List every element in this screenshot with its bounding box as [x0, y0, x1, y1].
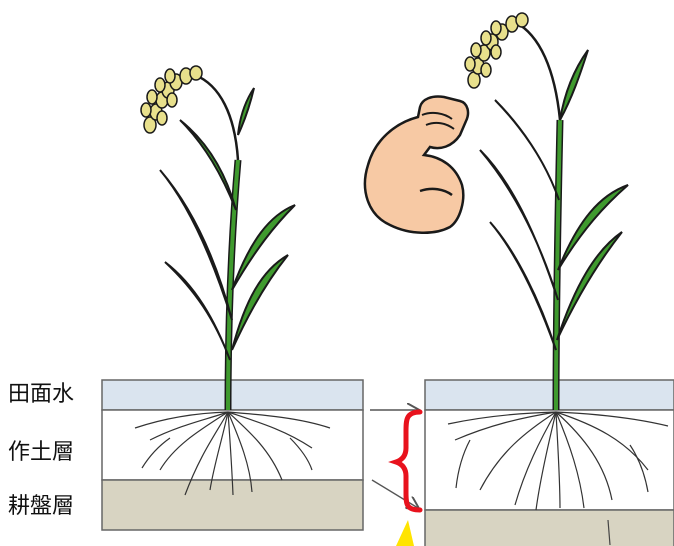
right-rice-plant: [465, 13, 628, 410]
right-grains: [465, 13, 528, 88]
right-hardpan-layer: [425, 510, 674, 546]
left-grains: [141, 66, 202, 133]
arrow-bottom: [372, 480, 418, 508]
left-topsoil-layer: [102, 410, 363, 480]
left-water-layer: [102, 380, 363, 410]
curly-brace-icon: [396, 412, 420, 510]
left-rice-plant: [141, 66, 295, 410]
left-panicle-stalk: [195, 75, 238, 160]
right-water-layer: [425, 380, 674, 410]
right-panicle-stalk: [515, 22, 560, 120]
right-arrow-icons: [370, 410, 418, 508]
right-topsoil-layer: [425, 410, 674, 510]
flexed-arm-icon: [365, 96, 468, 232]
highlight-arrow-icon: [396, 520, 414, 546]
right-soil-column: [425, 380, 674, 546]
left-soil-column: [102, 380, 363, 530]
